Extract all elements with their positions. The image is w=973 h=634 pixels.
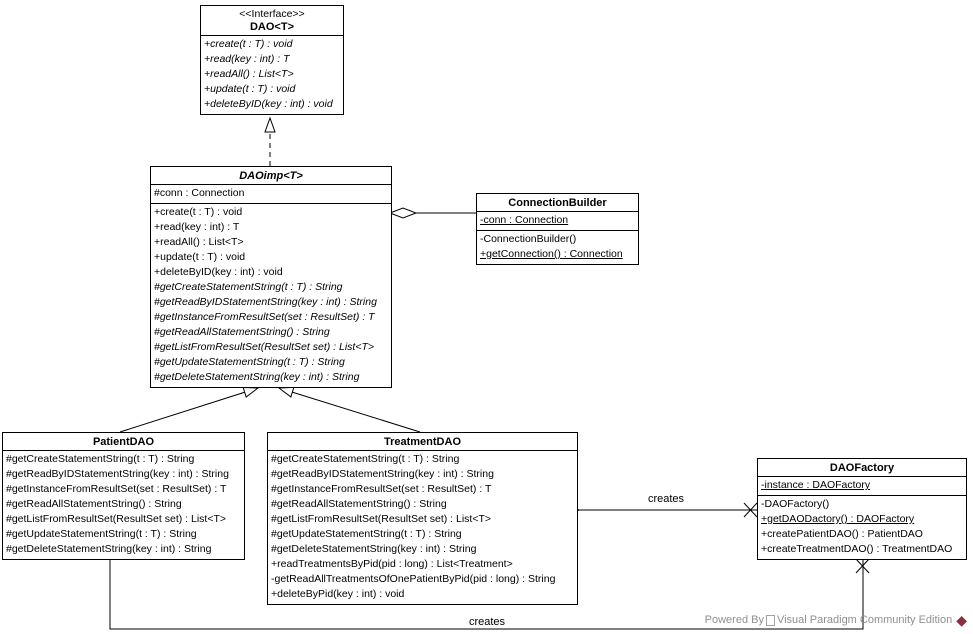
- method: +deleteByID(key : int) : void: [154, 266, 283, 278]
- class-header: <<Interface>> DAO<T>: [201, 6, 343, 35]
- creates-x-mark: [855, 558, 870, 574]
- class-header: DAOimp<T>: [151, 167, 391, 184]
- methods-compartment: -ConnectionBuilder() +getConnection() : …: [477, 230, 638, 264]
- method: #getReadAllStatementString() : String: [6, 498, 182, 510]
- method: #getReadByIDStatementString(key : int) :…: [154, 296, 377, 308]
- attribute: -instance : DAOFactory: [761, 479, 871, 491]
- creates-label-treatment: creates: [648, 493, 685, 505]
- method: +readAll() : List<T>: [204, 68, 294, 80]
- method: #getDeleteStatementString(key : int) : S…: [271, 543, 477, 555]
- stereotype-label: <<Interface>>: [239, 8, 305, 20]
- method: #getReadByIDStatementString(key : int) :…: [6, 468, 229, 480]
- method: +read(key : int) : T: [154, 221, 240, 233]
- method: +getConnection() : Connection: [480, 248, 623, 260]
- attribute: -conn : Connection: [480, 214, 569, 226]
- class-header: ConnectionBuilder: [477, 194, 638, 211]
- method: +deleteByPid(key : int) : void: [271, 588, 405, 600]
- generalization-patientdao-daoimp: [119, 386, 260, 433]
- methods-compartment: #getCreateStatementString(t : T) : Strin…: [3, 450, 244, 559]
- missing-glyph-box: [765, 614, 775, 626]
- class-dao-interface[interactable]: <<Interface>> DAO<T> +create(t : T) : vo…: [200, 5, 344, 115]
- method: #getUpdateStatementString(t : T) : Strin…: [6, 528, 197, 540]
- methods-compartment: -DAOFactory() +getDAODactory() : DAOFact…: [758, 495, 966, 559]
- method: +update(t : T) : void: [204, 83, 296, 95]
- method: #getListFromResultSet(ResultSet set) : L…: [154, 341, 375, 353]
- method: #getUpdateStatementString(t : T) : Strin…: [154, 356, 345, 368]
- class-name: DAOFactory: [829, 462, 895, 474]
- method: #getDeleteStatementString(key : int) : S…: [154, 371, 360, 383]
- method: #getInstanceFromResultSet(set : ResultSe…: [271, 483, 492, 495]
- method: -ConnectionBuilder(): [480, 233, 577, 245]
- attribute: #conn : Connection: [154, 187, 245, 199]
- method: #getCreateStatementString(t : T) : Strin…: [271, 453, 460, 465]
- class-name: DAOimp<T>: [239, 170, 303, 182]
- method: +create(t : T) : void: [204, 38, 293, 50]
- class-name: TreatmentDAO: [383, 436, 462, 448]
- method: +update(t : T) : void: [154, 251, 246, 263]
- method: #getListFromResultSet(ResultSet set) : L…: [6, 513, 227, 525]
- class-patientdao[interactable]: PatientDAO #getCreateStatementString(t :…: [2, 432, 245, 560]
- class-daoimp[interactable]: DAOimp<T> #conn : Connection +create(t :…: [150, 166, 392, 388]
- method: #getUpdateStatementString(t : T) : Strin…: [271, 528, 462, 540]
- method: #getCreateStatementString(t : T) : Strin…: [6, 453, 195, 465]
- creates-x-mark: [743, 502, 758, 518]
- watermark-text-left: Powered By: [704, 614, 764, 626]
- class-header: TreatmentDAO: [268, 433, 577, 450]
- attributes-compartment: #conn : Connection: [151, 184, 391, 203]
- class-connectionbuilder[interactable]: ConnectionBuilder -conn : Connection -Co…: [476, 193, 639, 265]
- methods-compartment: #getCreateStatementString(t : T) : Strin…: [268, 450, 577, 604]
- method: #getListFromResultSet(ResultSet set) : L…: [271, 513, 492, 525]
- generalization-treatmentdao-daoimp: [277, 386, 421, 433]
- method: +readAll() : List<T>: [154, 236, 244, 248]
- method: +deleteByID(key : int) : void: [204, 98, 333, 110]
- method: #getInstanceFromResultSet(set : ResultSe…: [6, 483, 227, 495]
- class-treatmentdao[interactable]: TreatmentDAO #getCreateStatementString(t…: [267, 432, 578, 605]
- method: +createPatientDAO() : PatientDAO: [761, 528, 923, 540]
- creates-label-patient: creates: [469, 616, 506, 628]
- method: #getReadAllStatementString() : String: [154, 326, 330, 338]
- method: +readTreatmentsByPid(pid : long) : List<…: [271, 558, 513, 570]
- creates-patientdao-edge: [104, 548, 864, 630]
- attributes-compartment: -conn : Connection: [477, 211, 638, 230]
- method: #getReadAllStatementString() : String: [271, 498, 447, 510]
- method: #getReadByIDStatementString(key : int) :…: [271, 468, 494, 480]
- method: #getInstanceFromResultSet(set : ResultSe…: [154, 311, 375, 323]
- watermark-text-right: Visual Paradigm Community Edition: [776, 614, 953, 626]
- class-name: PatientDAO: [92, 436, 155, 448]
- methods-compartment: +create(t : T) : void +read(key : int) :…: [201, 35, 343, 114]
- visual-paradigm-logo-icon: ◆: [956, 612, 967, 628]
- attributes-compartment: -instance : DAOFactory: [758, 476, 966, 495]
- method: +getDAODactory() : DAOFactory: [761, 513, 915, 525]
- method: -DAOFactory(): [761, 498, 830, 510]
- method: #getDeleteStatementString(key : int) : S…: [6, 543, 212, 555]
- method: +read(key : int) : T: [204, 53, 290, 65]
- class-header: DAOFactory: [758, 459, 966, 476]
- class-name: DAO<T>: [249, 21, 294, 33]
- method: +create(t : T) : void: [154, 206, 243, 218]
- class-daofactory[interactable]: DAOFactory -instance : DAOFactory -DAOFa…: [757, 458, 967, 560]
- method: #getCreateStatementString(t : T) : Strin…: [154, 281, 343, 293]
- vp-watermark: Powered By Visual Paradigm Community Edit…: [705, 613, 967, 627]
- method: -getReadAllTreatmentsOfOnePatientByPid(p…: [271, 573, 556, 585]
- method: +createTreatmentDAO() : TreatmentDAO: [761, 543, 953, 555]
- methods-compartment: +create(t : T) : void +read(key : int) :…: [151, 203, 391, 387]
- class-name: ConnectionBuilder: [508, 197, 607, 209]
- class-header: PatientDAO: [3, 433, 244, 450]
- aggregation-diamond: [388, 207, 418, 219]
